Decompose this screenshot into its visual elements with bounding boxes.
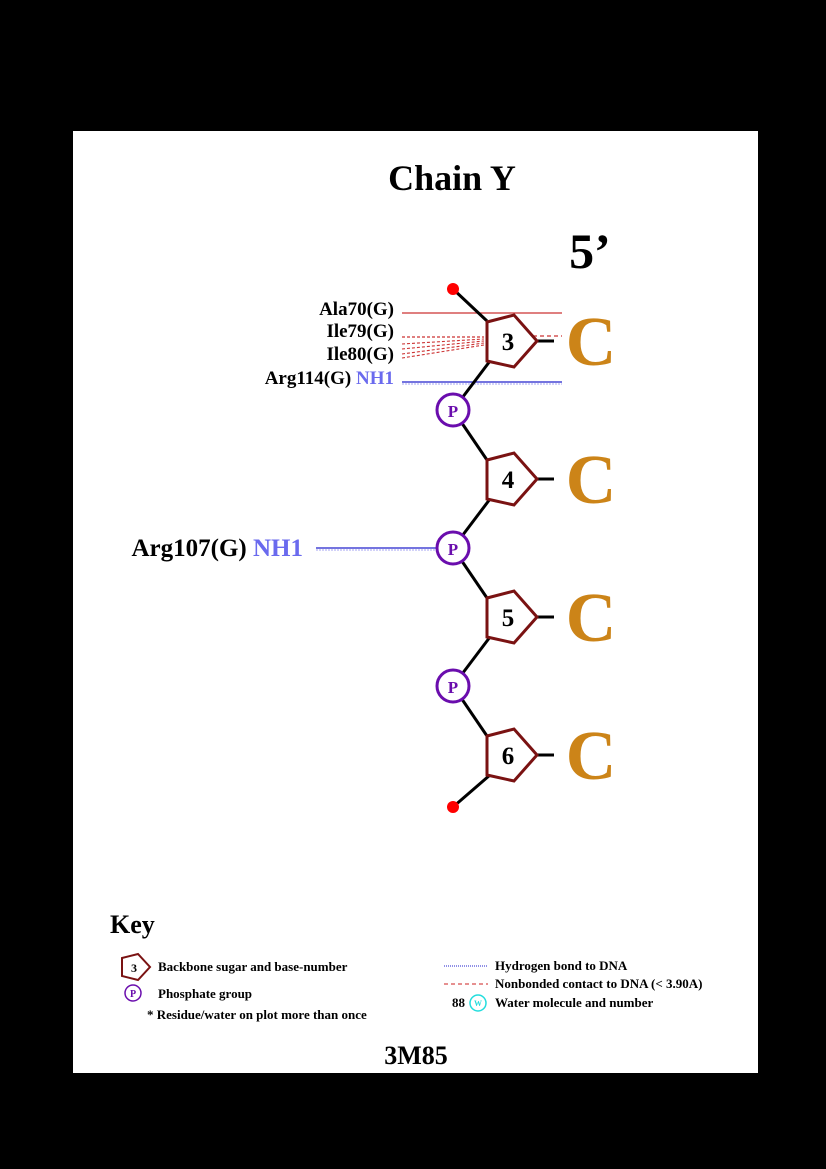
nucleotide-6: 6 C xyxy=(485,718,617,795)
residue-label-ile80: Ile80(G) xyxy=(326,344,394,365)
key-legend: Key 3 Backbone sugar and base-number P P… xyxy=(110,910,702,1022)
atom-label-arg114: NH1 xyxy=(356,368,394,389)
five-prime-label: 5’ xyxy=(569,223,611,279)
residue-label-ala70: Ala70(G) xyxy=(319,299,394,320)
key-water-label: Water molecule and number xyxy=(495,995,654,1010)
sugar-number: 4 xyxy=(502,467,515,494)
key-hbond-label: Hydrogen bond to DNA xyxy=(495,958,628,973)
sugar-pentagon xyxy=(485,313,540,369)
residue-label-arg107: Arg107(G) NH1 xyxy=(132,535,304,562)
nucleotide-4: 4 C xyxy=(485,442,617,519)
phosphate-2: P xyxy=(435,530,471,566)
key-repeat-note: * Residue/water on plot more than once xyxy=(147,1007,367,1022)
sugar-pentagon xyxy=(485,589,540,645)
base-letter: C xyxy=(566,442,617,519)
pdb-id: 3M85 xyxy=(384,1041,448,1070)
residue-label-ile79: Ile79(G) xyxy=(326,321,394,342)
key-sugar-label: Backbone sugar and base-number xyxy=(158,959,348,974)
atom-label-arg107: NH1 xyxy=(253,535,303,562)
key-water-icon xyxy=(469,994,487,1012)
sugar-number: 5 xyxy=(502,605,515,632)
phosphate-label: P xyxy=(448,540,458,559)
phosphate-3: P xyxy=(435,668,471,704)
nucleotide-3: 3 C xyxy=(485,304,617,381)
five-prime-terminal-dot xyxy=(447,283,459,295)
sugar-pentagon xyxy=(485,727,540,783)
key-water-letter: W xyxy=(474,999,482,1008)
key-nonbonded-label: Nonbonded contact to DNA (< 3.90A) xyxy=(495,976,702,991)
key-phosphate-icon xyxy=(124,984,142,1002)
phosphate-label: P xyxy=(448,402,458,421)
phosphate-1: P xyxy=(435,392,471,428)
key-phosphate-label: Phosphate group xyxy=(158,986,252,1001)
key-sugar-number: 3 xyxy=(131,961,137,975)
sugar-number: 6 xyxy=(502,743,515,770)
three-prime-terminal-dot xyxy=(447,801,459,813)
key-phosphate-letter: P xyxy=(130,989,136,1000)
key-title: Key xyxy=(110,910,155,939)
sugar-pentagon xyxy=(485,451,540,507)
diagram-panel xyxy=(73,131,758,1073)
sugar-number: 3 xyxy=(502,329,515,356)
contact-lines xyxy=(316,312,562,551)
key-sugar-icon xyxy=(121,952,152,982)
key-water-number: 88 xyxy=(452,995,466,1010)
base-letter: C xyxy=(566,304,617,381)
phosphate-label: P xyxy=(448,678,458,697)
base-letter: C xyxy=(566,718,617,795)
chain-title: Chain Y xyxy=(388,158,516,198)
contact-lines-ile80 xyxy=(401,338,485,359)
nucleotide-5: 5 C xyxy=(485,580,617,657)
base-letter: C xyxy=(566,580,617,657)
residue-label-arg114: Arg114(G) NH1 xyxy=(265,368,394,389)
